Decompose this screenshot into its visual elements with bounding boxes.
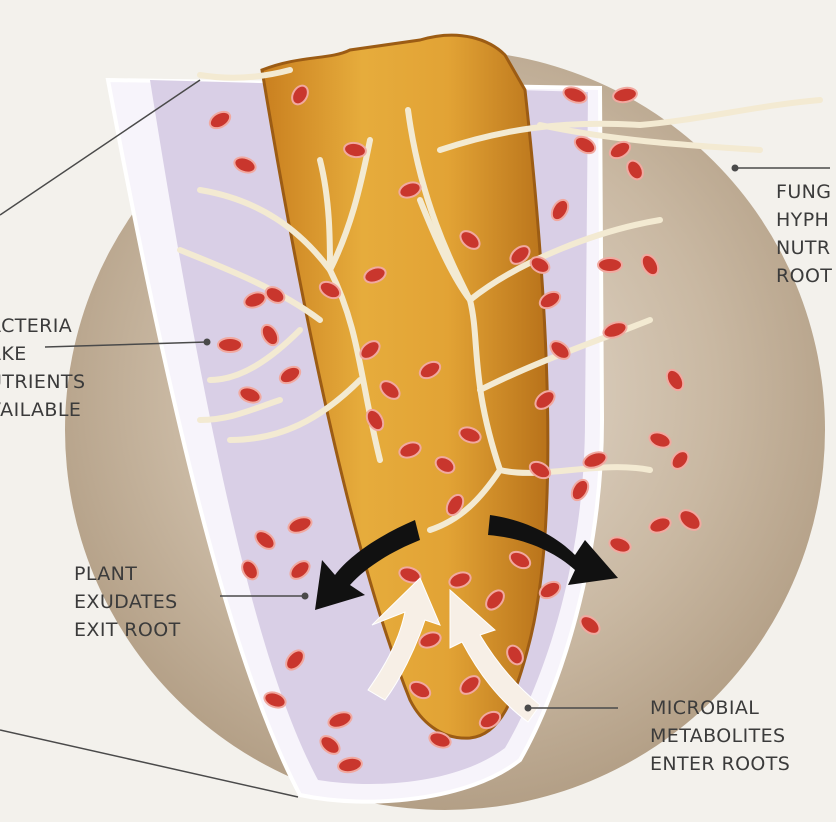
exudates-label-line-2: EXUDATES xyxy=(74,588,181,616)
exudates-label-line-3: EXIT ROOT xyxy=(74,616,181,644)
bacteria-label-line-4: VAILABLE xyxy=(0,396,85,424)
fungal-label-line-4: ROOT xyxy=(776,262,832,290)
microbial-metabolites-label: MICROBIAL METABOLITES ENTER ROOTS xyxy=(650,694,790,778)
fungal-label-line-1: FUNG xyxy=(776,178,832,206)
bacteria-label-line-2: AKE xyxy=(0,340,85,368)
metabolites-label-line-1: MICROBIAL xyxy=(650,694,790,722)
metabolites-label-line-3: ENTER ROOTS xyxy=(650,750,790,778)
fungal-label-line-2: HYPH xyxy=(776,206,832,234)
bacteria-label-line-1: ACTERIA xyxy=(0,312,85,340)
fungal-label-line-3: NUTR xyxy=(776,234,832,262)
bacteria-label: ACTERIA AKE UTRIENTS VAILABLE xyxy=(0,312,85,424)
fungal-hyphae-label: FUNG HYPH NUTR ROOT xyxy=(776,178,832,290)
metabolites-label-line-2: METABOLITES xyxy=(650,722,790,750)
bacteria-label-line-3: UTRIENTS xyxy=(0,368,85,396)
plant-exudates-label: PLANT EXUDATES EXIT ROOT xyxy=(74,560,181,644)
exudates-label-line-1: PLANT xyxy=(74,560,181,588)
